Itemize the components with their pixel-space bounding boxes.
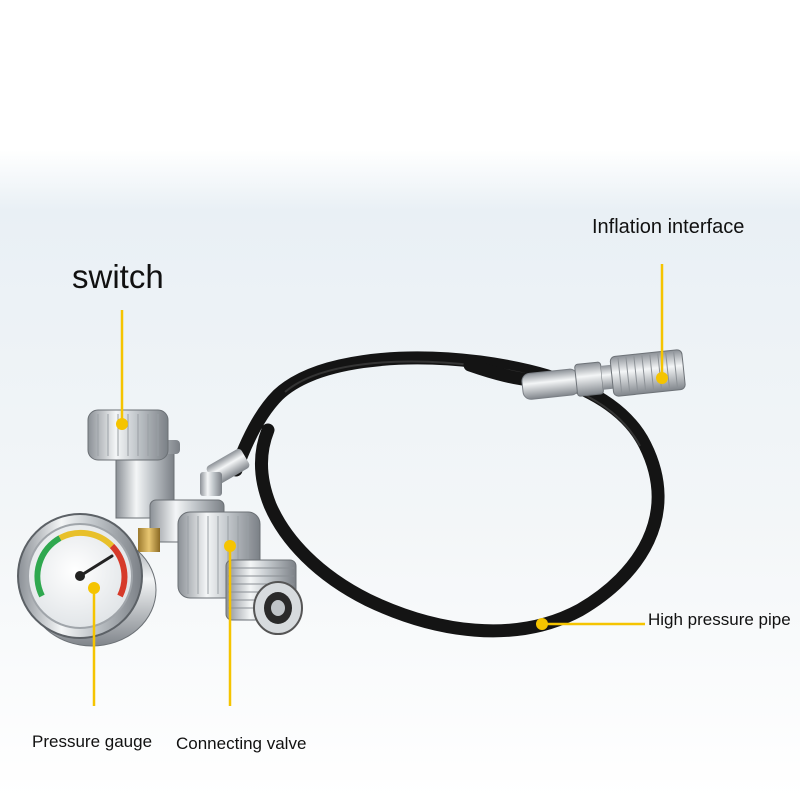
switch-knob [87,409,169,461]
label-pressure-gauge: Pressure gauge [32,732,153,751]
callout-lines [92,264,664,706]
inflation-interface-fitting [521,349,686,400]
hose [229,351,665,638]
label-connecting-valve: Connecting valve [176,734,307,753]
label-inflation-interface: Inflation interface [592,216,745,238]
callout-dots [88,372,668,630]
hose-elbow-fitting [200,448,250,496]
label-switch: switch [72,258,164,295]
label-high-pressure-pipe: High pressure pipe [648,610,791,629]
pressure-gauge [17,513,157,647]
connecting-valve [177,511,303,635]
